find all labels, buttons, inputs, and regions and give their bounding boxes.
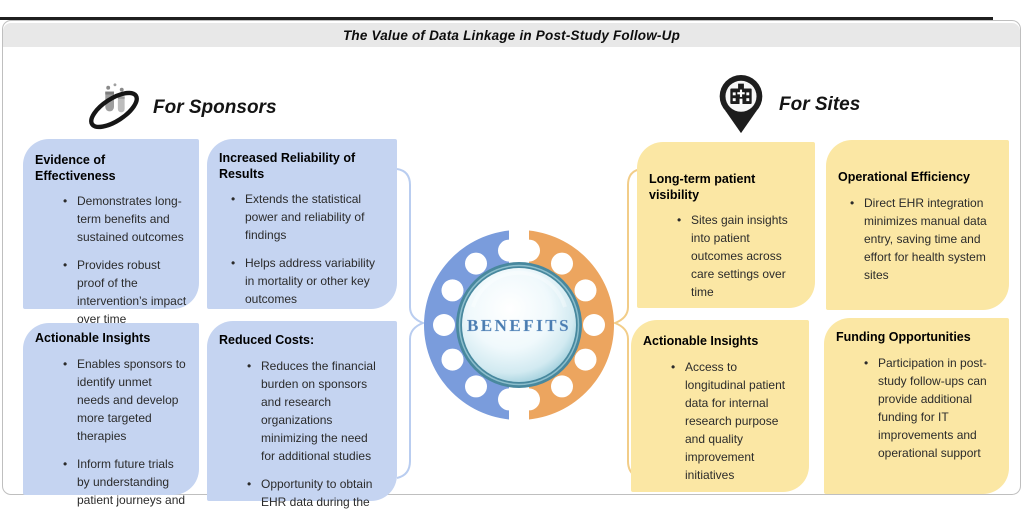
bullet-item: Provides robust proof of the interventio…	[63, 256, 187, 328]
box-funding-opportunities: Funding Opportunities Participation in p…	[824, 318, 1009, 494]
benefits-sphere	[456, 262, 582, 388]
bullet-item: Sites gain insights into patient outcome…	[677, 211, 803, 301]
hospital-location-pin-icon	[713, 73, 769, 137]
box-heading: Evidence of Effectiveness	[35, 153, 116, 183]
bullet-item: Demonstrates long-term benefits and sust…	[63, 192, 187, 246]
bullet-item: Opportunity to obtain EHR data during th…	[247, 475, 385, 511]
box-heading: Funding Opportunities	[836, 330, 971, 344]
box-heading: Increased Reliability of Results	[219, 151, 356, 181]
box-heading: Actionable Insights	[35, 331, 151, 345]
box-reduced-costs: Reduced Costs: Reduces the financial bur…	[207, 321, 397, 509]
bullet-item: Direct EHR integration minimizes manual …	[850, 194, 997, 284]
bullet-item: Extends the statistical power and reliab…	[231, 190, 385, 244]
bullet-item: Participation in post-study follow-ups c…	[864, 354, 997, 462]
sites-header: For Sites	[779, 94, 861, 115]
box-heading: Operational Efficiency	[838, 170, 970, 184]
title-bar: The Value of Data Linkage in Post-Study …	[3, 23, 1020, 47]
ring-dots	[433, 239, 605, 411]
box-actionable-insights-sponsors: Actionable Insights Enables sponsors to …	[23, 323, 199, 511]
sites-header-group: For Sites	[713, 73, 860, 137]
bullet-item: Reduces the financial burden on sponsors…	[247, 357, 385, 465]
benefits-ring-graphic: BENEFITS	[424, 230, 614, 420]
bullet-item: Inform future trials by understanding pa…	[63, 455, 187, 511]
box-actionable-insights-sites: Actionable Insights Access to longitudin…	[631, 320, 809, 492]
box-heading: Actionable Insights	[643, 334, 759, 348]
box-long-term-patient-visibility: Long-term patient visibility Sites gain …	[637, 142, 815, 308]
box-heading: Reduced Costs:	[219, 333, 315, 347]
diagram-canvas: For Sponsors	[3, 47, 1020, 511]
page-title: The Value of Data Linkage in Post-Study …	[342, 27, 681, 43]
bullet-item: Helps address variability in mortality o…	[231, 254, 385, 308]
benefits-label: BENEFITS	[467, 316, 571, 335]
box-increased-reliability: Increased Reliability of Results Extends…	[207, 139, 397, 309]
bullet-item: Enables sponsors to identify unmet needs…	[63, 355, 187, 445]
sponsors-header: For Sponsors	[153, 97, 277, 118]
bullet-item: Access to longitudinal patient data for …	[671, 358, 797, 484]
box-operational-efficiency: Operational Efficiency Direct EHR integr…	[826, 140, 1009, 310]
sponsors-header-group: For Sponsors	[85, 77, 277, 139]
content-card: The Value of Data Linkage in Post-Study …	[2, 20, 1021, 511]
lab-flask-orbit-icon	[85, 77, 143, 139]
top-border-line	[0, 17, 993, 20]
box-heading: Long-term patient visibility	[649, 172, 756, 202]
box-evidence-of-effectiveness: Evidence of Effectiveness Demonstrates l…	[23, 139, 199, 326]
